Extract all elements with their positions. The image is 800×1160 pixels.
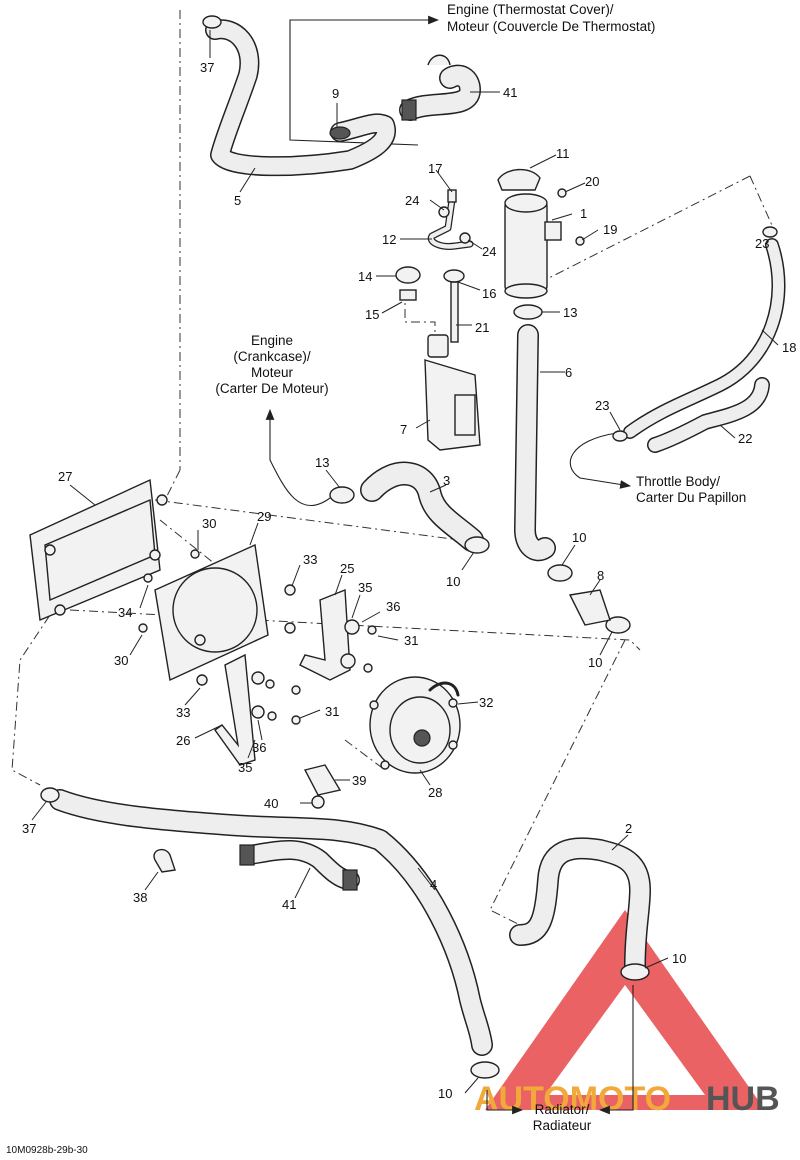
- part-label: 29: [257, 509, 271, 524]
- clip-38: [153, 848, 176, 873]
- part-label: 8: [597, 568, 604, 583]
- part-label: 18: [782, 340, 796, 355]
- part-labels: 37 9 41 5 17 11 20 24 1 19 12 24 14 16 1…: [22, 60, 796, 1101]
- part-label: 19: [603, 222, 617, 237]
- hose-41-lower: [239, 840, 360, 891]
- caption-thermostat-line2: Moteur (Couvercle De Thermostat): [447, 19, 655, 34]
- clamps: [40, 15, 778, 1079]
- hose-41-upper: [399, 64, 481, 121]
- part-label: 38: [133, 890, 147, 905]
- part-label: 26: [176, 733, 190, 748]
- part-label: 21: [475, 320, 489, 335]
- part-label: 9: [332, 86, 339, 101]
- part-label: 3: [443, 473, 450, 488]
- dipstick-21: [443, 269, 465, 343]
- part-label: 12: [382, 232, 396, 247]
- caption-radiator-line2: Radiateur: [533, 1118, 592, 1133]
- part-label: 10: [588, 655, 602, 670]
- part-label: 31: [325, 704, 339, 719]
- part-label: 37: [200, 60, 214, 75]
- part-label: 28: [428, 785, 442, 800]
- hose-5: [205, 19, 396, 177]
- part-label: 36: [386, 599, 400, 614]
- part-label: 23: [595, 398, 609, 413]
- part-label: 41: [503, 85, 517, 100]
- part-label: 22: [738, 431, 752, 446]
- hose-22: [647, 377, 770, 453]
- part-label: 25: [340, 561, 354, 576]
- part-label: 1: [580, 206, 587, 221]
- part-label: 24: [405, 193, 419, 208]
- bracket-39: [303, 764, 342, 796]
- part-label: 34: [118, 605, 132, 620]
- part-label: 37: [22, 821, 36, 836]
- routing-arrows: [265, 15, 634, 1115]
- hardware: [138, 188, 585, 809]
- fitting-8: [568, 589, 611, 626]
- part-label: 33: [176, 705, 190, 720]
- part-label: 4: [430, 877, 437, 892]
- hose-6: [514, 324, 556, 562]
- hose-18: [623, 238, 786, 439]
- part-label: 41: [282, 897, 296, 912]
- watermark-triangle-icon: [485, 910, 765, 1110]
- fan-shroud-29: [154, 543, 269, 682]
- part-label: 36: [252, 740, 266, 755]
- part-label: 13: [315, 455, 329, 470]
- watermark-text-part1: AUTOMOTO: [474, 1080, 671, 1118]
- part-label: 16: [482, 286, 496, 301]
- watermark-logo: AUTOMOTO HUB: [474, 910, 780, 1118]
- radiator-27: [29, 478, 168, 622]
- hose-3: [360, 461, 484, 552]
- diagram-code: 10M0928b-29b-30: [6, 1145, 88, 1156]
- coolant-tank-1: [497, 168, 562, 299]
- part-label: 33: [303, 552, 317, 567]
- caption-crankcase-line3: Moteur: [251, 365, 294, 380]
- part-label: 30: [202, 516, 216, 531]
- part-label: 40: [264, 796, 278, 811]
- part-label: 27: [58, 469, 72, 484]
- part-label: 6: [565, 365, 572, 380]
- caption-throttle-line1: Throttle Body/: [636, 474, 720, 489]
- part-label: 35: [358, 580, 372, 595]
- caption-crankcase-line1: Engine: [251, 333, 293, 348]
- fan-28: [369, 676, 461, 774]
- caption-throttle-line2: Carter Du Papillon: [636, 490, 746, 505]
- part-label: 5: [234, 193, 241, 208]
- part-label: 32: [479, 695, 493, 710]
- part-label: 30: [114, 653, 128, 668]
- part-label: 14: [358, 269, 372, 284]
- watermark-text-part2: HUB: [706, 1080, 780, 1118]
- oil-tank-7: [424, 334, 481, 451]
- part-label: 13: [563, 305, 577, 320]
- part-label: 11: [556, 146, 570, 161]
- part-label: 20: [585, 174, 599, 189]
- hose-2: [509, 837, 651, 976]
- alignment-lines: [11, 10, 776, 926]
- part-label: 10: [572, 530, 586, 545]
- fitting-12: [427, 189, 474, 250]
- caption-crankcase-line4: (Carter De Moteur): [215, 381, 328, 396]
- part-label: 17: [428, 161, 442, 176]
- part-label: 10: [438, 1086, 452, 1101]
- part-label: 39: [352, 773, 366, 788]
- cap-14: [395, 266, 421, 301]
- part-label: 7: [400, 422, 407, 437]
- bracket-26: [214, 653, 256, 766]
- part-label: 23: [755, 236, 769, 251]
- part-label: 31: [404, 633, 418, 648]
- caption-thermostat-line1: Engine (Thermostat Cover)/: [447, 2, 614, 17]
- caption-crankcase-line2: (Crankcase)/: [233, 349, 311, 364]
- leader-lines: [31, 30, 779, 1094]
- part-label: 24: [482, 244, 496, 259]
- caption-radiator-line1: Radiator/: [535, 1102, 590, 1117]
- part-label: 2: [625, 821, 632, 836]
- part-label: 15: [365, 307, 379, 322]
- part-label: 35: [238, 760, 252, 775]
- hose-4: [49, 789, 493, 1056]
- part-label: 10: [672, 951, 686, 966]
- bracket-25: [299, 588, 351, 681]
- part-label: 10: [446, 574, 460, 589]
